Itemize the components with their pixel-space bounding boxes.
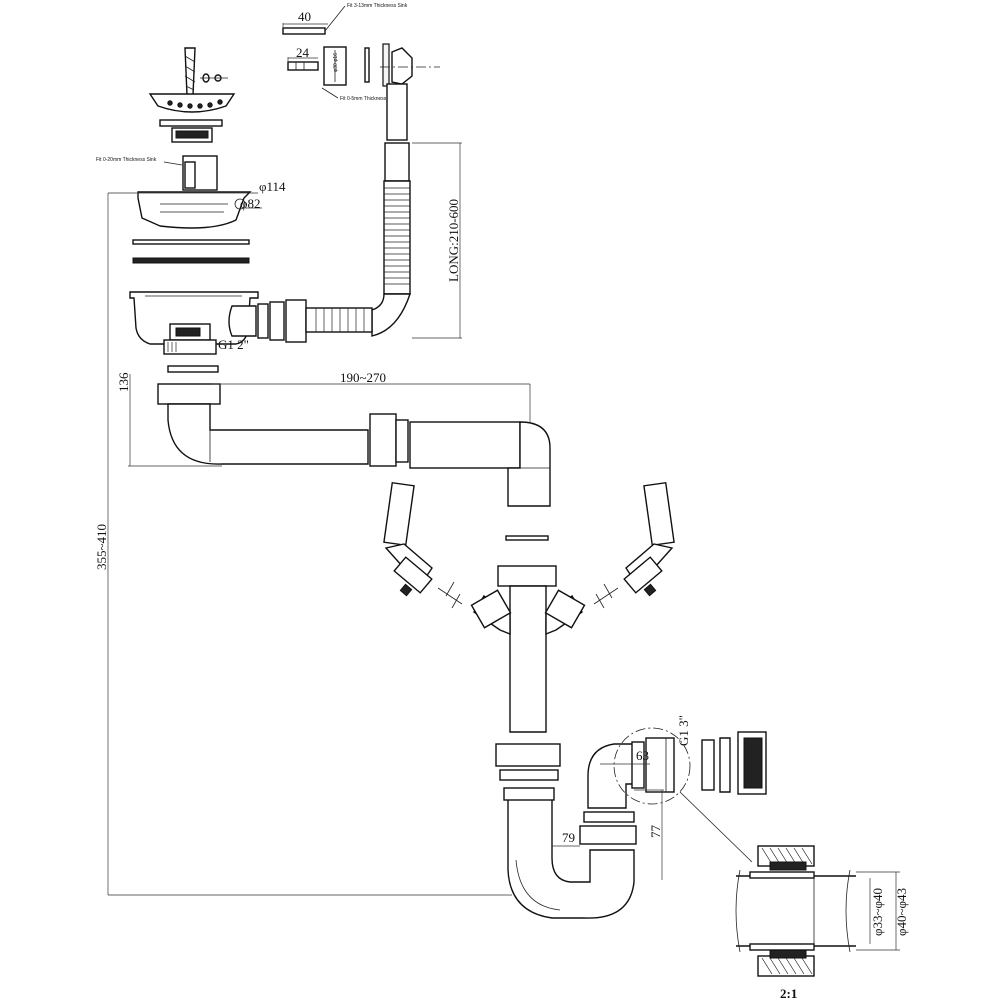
horizontal-pipe-run: 136 190~270	[116, 370, 551, 541]
detail-view: φ33~φ40 φ40~φ43 2:1	[735, 845, 909, 1000]
svg-text:φ30 φ16: φ30 φ16	[333, 53, 339, 72]
trap-outlet-elbow	[587, 743, 637, 809]
dim-g1-3: G1 3"	[676, 715, 691, 746]
overflow-coupling-nut	[269, 301, 285, 341]
outlet-nut	[645, 737, 675, 793]
trap-washer	[499, 769, 559, 781]
dim-63: 63	[636, 748, 649, 763]
overflow-assembly: 40 Fit 3-13mm Thickness Sink 24 φ30 φ16 …	[282, 3, 462, 339]
strainer-body	[137, 191, 252, 229]
note-fit-strainer: Fit 0-20mm Thickness Sink	[96, 157, 157, 163]
note-fit-mid: Fit 0-5mm Thickness Sink	[340, 96, 398, 102]
dim-phi114: φ114	[259, 179, 286, 194]
gasket-1	[132, 239, 250, 245]
detail-scale: 2:1	[780, 986, 797, 1000]
drain-thread	[163, 339, 217, 355]
dim-phi40-43: φ40~φ43	[894, 888, 909, 936]
dim-24: 24	[296, 45, 310, 60]
drain-washer	[167, 365, 219, 373]
coupling-washer	[395, 419, 409, 463]
dim-79: 79	[562, 830, 575, 845]
corrugated-hose	[383, 180, 411, 295]
bottle-trap: 79 63 77 G1 3"	[108, 715, 767, 919]
note-fit-top: Fit 3-13mm Thickness Sink	[347, 3, 408, 9]
coupling-nut-1	[369, 413, 397, 467]
tee-washer	[505, 535, 549, 541]
dim-77: 77	[648, 825, 663, 839]
overflow-thread-pipe	[305, 307, 373, 333]
outlet-seal	[719, 737, 731, 793]
long-pipe-right	[409, 421, 521, 469]
dim-phi82: φ82	[240, 196, 261, 211]
detail-callout-circle	[613, 727, 691, 805]
double-branch-tee	[383, 481, 675, 733]
dim-g1-2: G1 2"	[218, 337, 249, 352]
dim-40: 40	[298, 9, 311, 24]
tee-top-nut	[497, 565, 557, 587]
outlet-washer	[701, 739, 715, 791]
strainer-basket	[148, 93, 236, 113]
strainer-assembly: Fit 0-20mm Thickness Sink φ114 φ82 G1 2"	[96, 47, 373, 895]
overall-height-dimension: 355~410	[94, 524, 109, 570]
hose-cuff-top	[384, 142, 410, 182]
left-elbow-pipe	[167, 403, 369, 465]
overflow-head	[391, 47, 413, 85]
left-inlet-assembly	[383, 481, 463, 609]
overflow-connector	[285, 299, 307, 343]
u-bend-top-collar	[503, 787, 555, 801]
right-elbow	[507, 421, 551, 507]
gasket-2	[132, 257, 250, 264]
tee-vertical-pipe	[509, 585, 547, 733]
u-bend	[507, 791, 635, 919]
dim-355-410: 355~410	[94, 524, 109, 570]
overflow-bolt	[287, 61, 319, 71]
hose-elbow	[371, 293, 411, 337]
overflow-pin	[282, 27, 326, 35]
dim-phi33-40: φ33~φ40	[870, 888, 885, 936]
dim-136: 136	[116, 372, 131, 392]
overflow-pipe-upper	[386, 83, 408, 141]
dim-190-270: 190~270	[340, 370, 386, 385]
dim-hose-long: LONG:210-600	[446, 199, 461, 282]
gasket-thin	[364, 47, 370, 83]
trap-lower-collar	[579, 825, 637, 845]
trap-top-nut	[495, 743, 561, 767]
right-inlet-assembly	[593, 481, 675, 609]
gasket	[382, 43, 390, 87]
trap-lower-nut	[583, 811, 635, 823]
strainer-seal-top	[159, 119, 223, 127]
elbow-nut	[157, 383, 221, 405]
